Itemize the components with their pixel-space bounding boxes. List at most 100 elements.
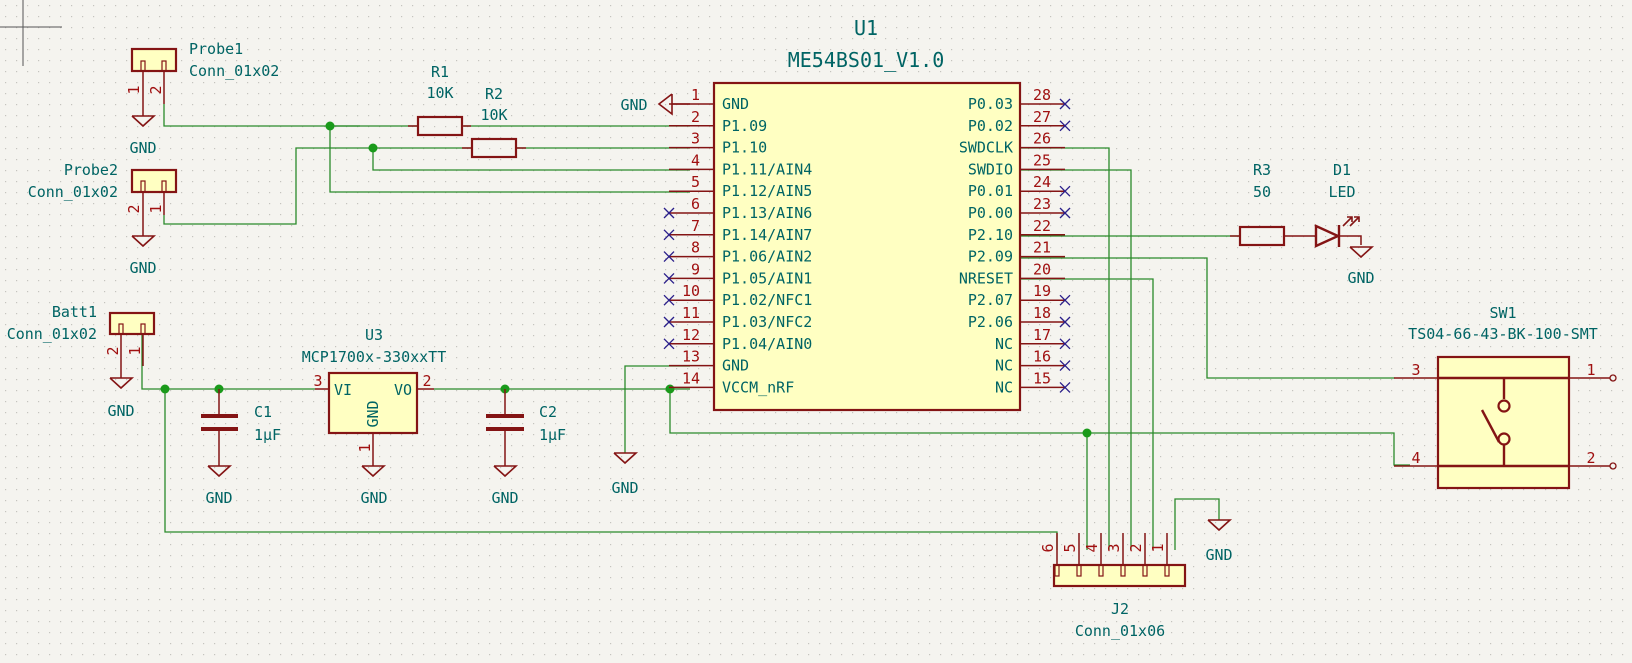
u1-pin-number: 7 bbox=[691, 217, 700, 235]
component-c2[interactable]: C2 1µF GND bbox=[486, 389, 566, 507]
j2-pin[interactable]: 3 bbox=[1105, 533, 1126, 577]
component-probe1[interactable]: 1 2 Probe1 Conn_01x02 GND bbox=[125, 40, 279, 157]
u1-pin-number: 4 bbox=[691, 151, 700, 169]
probe2-body bbox=[130, 168, 178, 194]
r1-reference: R1 bbox=[431, 63, 449, 81]
u1-pin-name: P1.11/AIN4 bbox=[722, 160, 812, 178]
no-connect-icon bbox=[663, 207, 675, 219]
j2-pin[interactable]: 6 bbox=[1039, 533, 1060, 577]
component-c1[interactable]: C1 1µF GND bbox=[201, 389, 281, 507]
junction-dot bbox=[160, 384, 170, 394]
j2-pin[interactable]: 1 bbox=[1149, 533, 1170, 577]
u3-pin-2: 2 bbox=[422, 372, 431, 390]
probe2-pin-1: 1 bbox=[147, 204, 165, 213]
probe2-value: Conn_01x02 bbox=[28, 183, 118, 201]
no-connect-icon bbox=[1059, 316, 1071, 328]
u1-pin-name: P1.03/NFC2 bbox=[722, 313, 812, 331]
junction-dot bbox=[325, 121, 335, 131]
gnd-label: GND bbox=[611, 479, 638, 497]
u1-reference: U1 bbox=[854, 16, 878, 40]
u1-pin-name: NC bbox=[995, 378, 1013, 396]
gnd-symbol-u1-pin1[interactable]: GND bbox=[620, 93, 690, 116]
ground-icon bbox=[131, 115, 157, 128]
u1-pin-number: 5 bbox=[691, 173, 700, 191]
j2-pin[interactable]: 2 bbox=[1127, 533, 1148, 577]
u1-pin-name: P2.10 bbox=[968, 226, 1013, 244]
component-batt1[interactable]: 2 1 Batt1 Conn_01x02 GND bbox=[7, 303, 156, 420]
component-r3[interactable]: R3 50 bbox=[1230, 161, 1316, 247]
u1-pin-number: 18 bbox=[1033, 304, 1051, 322]
no-connect-icon bbox=[1059, 98, 1071, 110]
u1-value: ME54BS01_V1.0 bbox=[788, 48, 945, 72]
j2-pin-number: 4 bbox=[1083, 543, 1101, 552]
u3-pin-3: 3 bbox=[313, 372, 322, 390]
u3-value: MCP1700x-330xxTT bbox=[302, 348, 447, 366]
u1-pin-number: 1 bbox=[691, 86, 700, 104]
j2-pin[interactable]: 5 bbox=[1061, 533, 1082, 577]
component-r2[interactable]: R2 10K bbox=[462, 85, 526, 159]
component-probe2[interactable]: 2 1 Probe2 Conn_01x02 GND bbox=[28, 161, 178, 277]
gnd-symbol-u1-pin13[interactable]: GND bbox=[611, 452, 639, 497]
u1-pin-name: P2.07 bbox=[968, 291, 1013, 309]
c2-value: 1µF bbox=[539, 426, 566, 444]
gnd-label: GND bbox=[360, 489, 387, 507]
u1-pin-name: P0.00 bbox=[968, 204, 1013, 222]
batt1-pin-2: 2 bbox=[104, 346, 122, 355]
component-r1[interactable]: R1 10K bbox=[408, 63, 471, 137]
j2-value: Conn_01x06 bbox=[1075, 622, 1165, 640]
probe1-value: Conn_01x02 bbox=[189, 62, 279, 80]
u1-pin-number: 11 bbox=[682, 304, 700, 322]
junction-dot bbox=[368, 143, 378, 153]
batt1-value: Conn_01x02 bbox=[7, 325, 97, 343]
u1-pin-number: 20 bbox=[1033, 260, 1051, 278]
u1-pin-name: NC bbox=[995, 357, 1013, 375]
probe2-reference: Probe2 bbox=[64, 161, 118, 179]
sw1-pin-3: 3 bbox=[1411, 361, 1420, 379]
batt1-body bbox=[108, 311, 156, 336]
j2-pin[interactable]: 4 bbox=[1083, 533, 1104, 577]
u1-pin-name: GND bbox=[722, 357, 749, 375]
gnd-label: GND bbox=[107, 402, 134, 420]
component-u3[interactable]: U3 MCP1700x-330xxTT 3 2 1 VI VO GND GND bbox=[302, 326, 447, 507]
ground-icon bbox=[109, 377, 135, 390]
u1-pin-name: GND bbox=[722, 95, 749, 113]
component-sw1[interactable]: SW1 TS04-66-43-BK-100-SMT 3 4 1 2 bbox=[1394, 304, 1617, 490]
u1-pin-number: 17 bbox=[1033, 326, 1051, 344]
u1-body[interactable] bbox=[712, 81, 1022, 412]
c1-reference: C1 bbox=[254, 403, 272, 421]
component-d1[interactable]: D1 LED GND bbox=[1314, 161, 1375, 287]
u1-pin-name: NC bbox=[995, 335, 1013, 353]
no-connect-icon bbox=[1059, 120, 1071, 132]
